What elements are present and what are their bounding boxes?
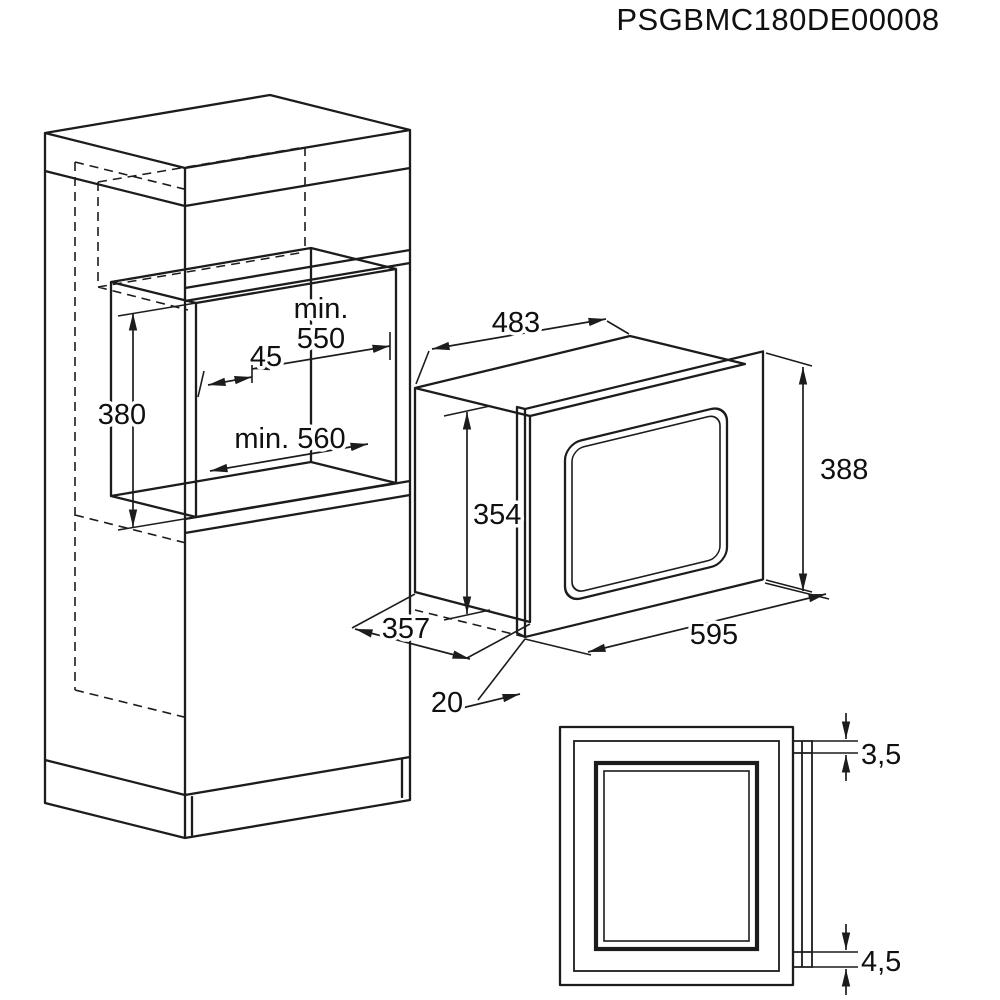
- dim-line-niche-width: [251, 344, 391, 371]
- door-window-inner: [571, 415, 721, 592]
- dim-label-niche-min: min.: [294, 293, 349, 325]
- microwave-extension-lines: [351, 320, 830, 701]
- microwave-front-face: [523, 350, 765, 639]
- dim-label-gap-bottom: 4,5: [861, 946, 901, 978]
- cabinet-drawing: [43, 93, 412, 840]
- dim-label-niche-width: 550: [297, 323, 345, 355]
- dim-line-side-clearance: [207, 375, 253, 387]
- dim-line-frame-depth: [461, 693, 521, 709]
- microwave-hidden-edge: [414, 609, 526, 638]
- cabinet-outline: [43, 93, 412, 840]
- cabinet-extension-lines: [117, 302, 391, 531]
- dim-label-niche-height: 380: [98, 399, 146, 431]
- drawing-code: PSGBMC180DE00008: [616, 2, 939, 37]
- dim-label-front-height: 388: [820, 454, 868, 486]
- dim-label-side-clearance: 45: [250, 341, 282, 373]
- door-window: [563, 407, 729, 601]
- dim-label-front-width: 595: [690, 619, 738, 651]
- detail-outer-frame: [558, 725, 795, 987]
- detail-inner-frame: [593, 760, 760, 952]
- dim-label-niche-depth: min. 560: [234, 423, 345, 455]
- detail-mid-frame: [573, 740, 780, 972]
- frame-detail-drawing: [558, 725, 813, 987]
- dim-label-body-width: 483: [492, 307, 540, 339]
- frame-detail-dimensions: 3,5 4,5: [812, 713, 905, 995]
- dim-label-body-height: 354: [473, 499, 521, 531]
- dim-label-gap-top: 3,5: [861, 739, 901, 771]
- dim-label-frame-depth: 20: [431, 687, 463, 719]
- detail-side-flange: [793, 740, 813, 968]
- detail-inner-opening: [603, 770, 750, 942]
- dim-line-body-depth: [354, 628, 471, 660]
- microwave-body: [413, 334, 747, 639]
- dim-label-body-depth: 357: [382, 613, 430, 645]
- cabinet-dimensions: min. 550 45 380 min. 560: [94, 290, 391, 531]
- dim-line-niche-depth: [209, 442, 369, 473]
- microwave-dimensions: 483 354 388 595 357 20: [351, 304, 872, 723]
- cabinet-hidden-edges: [74, 146, 306, 719]
- dim-line-body-width: [431, 317, 607, 351]
- detail-extension-lines: [812, 740, 858, 968]
- dim-line-front-width: [587, 593, 827, 653]
